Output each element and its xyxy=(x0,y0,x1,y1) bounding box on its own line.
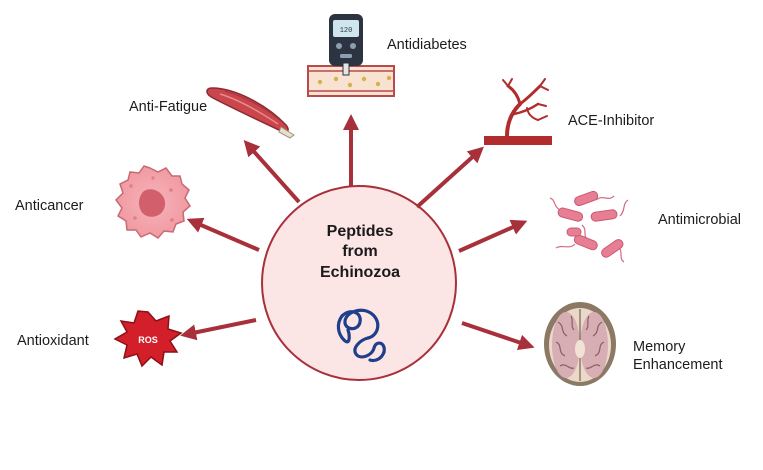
label-antimicrobial: Antimicrobial xyxy=(658,212,741,228)
center-title: Peptides from Echinozoa xyxy=(285,222,435,283)
arrow-anticancer xyxy=(186,217,260,252)
label-anticancer: Anticancer xyxy=(15,198,84,214)
ros-badge: ROS xyxy=(138,335,158,345)
arrow-memory xyxy=(461,321,535,351)
label-memory-enhancement: Memory Enhancement xyxy=(633,338,722,374)
muscle-icon xyxy=(206,87,295,139)
label-antidiabetes: Antidiabetes xyxy=(387,37,467,53)
arrow-antimicrobial xyxy=(458,219,528,253)
cancer-cell-icon xyxy=(115,165,191,239)
arrow-ace-inhibitor xyxy=(415,146,484,209)
label-ace-inhibitor: ACE-Inhibitor xyxy=(568,113,655,129)
brain-icon xyxy=(544,302,616,386)
center-title-line-3: Echinozoa xyxy=(319,263,400,281)
arrow-antioxidant xyxy=(180,318,257,341)
label-antioxidant: Antioxidant xyxy=(17,333,89,349)
label-memory-line-2: Enhancement xyxy=(633,357,723,374)
center-title-line-1: Peptides xyxy=(326,223,394,240)
arrow-anti-fatigue xyxy=(243,140,301,204)
bacteria-icon xyxy=(549,190,629,263)
glucometer-icon: 120 xyxy=(307,14,395,97)
ros-burst-icon: ROS xyxy=(113,310,183,368)
center-circle xyxy=(261,185,457,381)
vessel-branch-icon xyxy=(484,78,552,145)
glucometer-readout: 120 xyxy=(340,27,353,35)
label-memory-line-1: Memory xyxy=(633,339,686,355)
center-title-line-2: from xyxy=(342,243,378,261)
peptide-strand-icon xyxy=(336,308,386,363)
arrows xyxy=(180,114,535,351)
label-anti-fatigue: Anti-Fatigue xyxy=(129,99,208,115)
